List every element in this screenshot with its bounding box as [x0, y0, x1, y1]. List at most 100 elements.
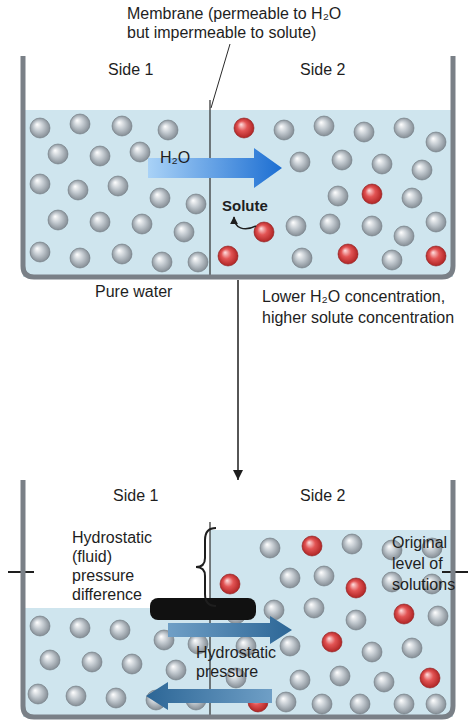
process-arrow	[237, 280, 239, 480]
water-molecule	[48, 210, 68, 230]
solute-particle	[346, 578, 366, 598]
solute-particle	[338, 244, 358, 264]
solute-particle	[218, 246, 238, 266]
membrane-line	[209, 100, 210, 277]
water-molecule	[112, 244, 132, 264]
water-molecule	[372, 154, 392, 174]
water-molecule	[332, 150, 352, 170]
water-fill	[23, 110, 453, 277]
water-molecule	[394, 118, 414, 138]
water-molecule	[286, 216, 306, 236]
water-molecule	[402, 638, 422, 658]
water-molecule	[90, 146, 110, 166]
membrane-label: Membrane (permeable to H₂O but impermeab…	[127, 4, 357, 42]
side-description: Lower H₂O concentration, higher solute c…	[262, 286, 462, 328]
water-molecule	[274, 120, 294, 140]
water-molecule	[354, 122, 374, 142]
beaker-outline	[23, 480, 453, 717]
water-molecule	[30, 616, 50, 636]
water-flow-arrow	[148, 148, 282, 188]
solute-particle	[394, 604, 414, 624]
water-molecule	[328, 186, 348, 206]
water-molecule	[264, 600, 284, 620]
water-molecule	[394, 226, 414, 246]
solute-particle	[420, 668, 440, 688]
water-molecule	[402, 188, 422, 208]
water-molecule	[186, 194, 206, 214]
water-molecule	[290, 670, 310, 690]
water-molecule	[68, 180, 88, 200]
side-description: Pure water	[95, 282, 195, 301]
pressure-label: Hydrostatic pressure	[196, 643, 286, 681]
water-molecule	[276, 692, 296, 712]
water-molecule	[374, 672, 394, 692]
solute-particle	[362, 184, 382, 204]
water-molecule	[280, 568, 300, 588]
water-molecule	[150, 188, 170, 208]
solute-label: Solute	[222, 196, 292, 215]
water-molecule	[28, 684, 48, 704]
pressure-difference-label: Hydrostatic (fluid) pressure difference	[72, 528, 167, 604]
water-molecule	[412, 160, 432, 180]
side-label: Side 2	[300, 60, 360, 79]
side-label: Side 1	[108, 60, 168, 79]
water-molecule	[108, 176, 128, 196]
water-molecule	[382, 250, 402, 270]
water-molecule	[70, 618, 90, 638]
water-molecule	[314, 566, 334, 586]
leader-line	[211, 44, 230, 108]
water-molecule	[188, 252, 208, 272]
pressure-arrow	[146, 682, 272, 710]
water-molecule	[342, 534, 362, 554]
water-molecule	[40, 650, 60, 670]
water-molecule	[66, 686, 86, 706]
water-molecule	[426, 694, 446, 714]
side-label: Side 2	[300, 486, 360, 505]
water-molecule	[82, 652, 102, 672]
water-molecule	[122, 654, 142, 674]
water-molecule	[152, 252, 172, 272]
water-molecule	[394, 694, 414, 714]
water-molecule	[158, 120, 178, 140]
water-molecule	[320, 214, 340, 234]
water-molecule	[30, 242, 50, 262]
side-label: Side 1	[113, 486, 173, 505]
water-molecule	[314, 116, 334, 136]
water-molecule	[132, 214, 152, 234]
water-molecule	[304, 598, 324, 618]
water-molecule	[106, 688, 126, 708]
water-molecule	[426, 132, 446, 152]
water-molecule	[290, 152, 310, 172]
solute-arrow	[234, 217, 256, 229]
beaker-outline	[23, 56, 453, 277]
water-molecule	[130, 142, 150, 162]
water-molecule	[330, 666, 350, 686]
water-molecule	[362, 642, 382, 662]
water-molecule	[312, 694, 332, 714]
water-molecule	[166, 660, 186, 680]
beaker-outline-layer	[20, 56, 456, 280]
water-molecule	[350, 694, 370, 714]
water-molecule	[70, 248, 90, 268]
level-label: Original level of solutions	[392, 532, 464, 595]
water-molecule	[112, 116, 132, 136]
water-flow-label: H₂O	[160, 148, 210, 167]
solute-particle	[254, 222, 274, 242]
water-molecule	[48, 144, 68, 164]
beaker-container: Side 1 Side 2 H₂O Solute	[20, 56, 456, 280]
pressure-block	[150, 598, 256, 620]
water-molecule	[70, 114, 90, 134]
solute-particle	[426, 246, 446, 266]
pressure-bracket	[196, 528, 216, 606]
water-molecule	[362, 216, 382, 236]
solute-particle	[234, 118, 254, 138]
water-molecule	[292, 248, 312, 268]
beaker-container: Side 1 Side 2 Hydrostatic (fluid) pressure…	[20, 480, 456, 720]
water-molecule	[30, 118, 50, 138]
solute-particle	[220, 574, 240, 594]
water-molecule	[280, 636, 300, 656]
water-molecule	[174, 222, 194, 242]
